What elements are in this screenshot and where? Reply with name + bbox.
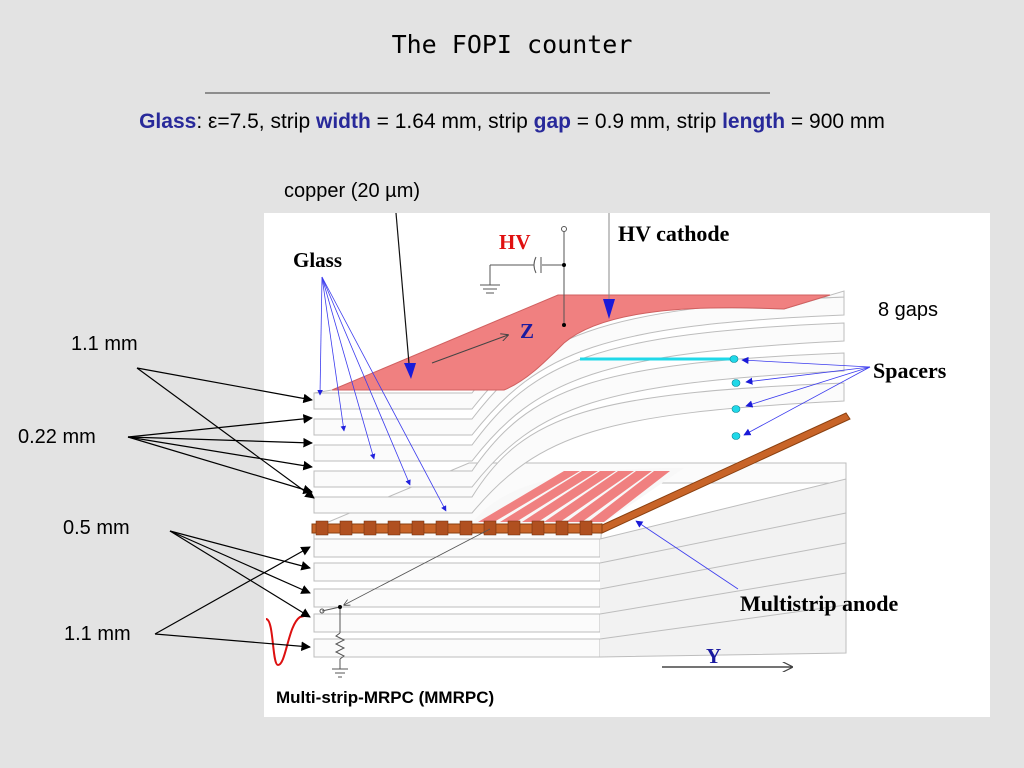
dim-gap-label: 0.22 mm xyxy=(18,426,96,448)
y-axis-label: Y xyxy=(706,644,722,668)
anode-pads xyxy=(315,520,593,536)
hv-label: HV xyxy=(499,230,531,254)
z-axis-label: Z xyxy=(520,319,535,343)
mrpc-drawing xyxy=(265,212,871,678)
dim-glass-bottom-label: 1.1 mm xyxy=(64,623,131,645)
spec-width-value: = 1.64 mm, strip xyxy=(370,110,534,133)
figure-panel: Glass HV HV cathode Z Spacers Multistrip… xyxy=(264,212,990,717)
figure-caption: Multi-strip-MRPC (MMRPC) xyxy=(276,688,495,707)
gaps-label: 8 gaps xyxy=(878,299,939,321)
spec-length-keyword: length xyxy=(722,110,786,133)
slide-title: The FOPI counter xyxy=(391,30,633,59)
hv-cathode-copper xyxy=(331,294,831,391)
title-divider xyxy=(205,92,770,94)
readout-lead xyxy=(344,528,491,605)
z-axis-arrow xyxy=(431,335,508,364)
copper-pointer xyxy=(395,212,411,376)
spec-width-keyword: width xyxy=(315,110,371,133)
spacer-pointers xyxy=(741,356,871,436)
glass-label: Glass xyxy=(293,248,343,272)
spec-line: Glass: ε=7.5, strip width = 1.64 mm, str… xyxy=(0,110,1024,134)
signal-pulse xyxy=(265,614,309,667)
hv-cathode-label: HV cathode xyxy=(618,221,730,246)
dim-glass-top-label: 1.1 mm xyxy=(71,333,138,355)
hv-cathode-pointer-head xyxy=(603,299,615,319)
anode-pointer xyxy=(635,520,739,590)
spec-gap-keyword: gap xyxy=(533,110,571,133)
spec-length-value: = 900 mm xyxy=(785,110,885,133)
multistrip-anode-label: Multistrip anode xyxy=(740,591,899,616)
copper-label: copper (20 µm) xyxy=(284,180,421,202)
anode-board-front xyxy=(311,523,603,534)
spec-gap-value: = 0.9 mm, strip xyxy=(570,110,723,133)
spec-permittivity: : ε=7.5, strip xyxy=(196,110,316,133)
anode-strip-pattern xyxy=(472,468,684,523)
top-plate-edge xyxy=(313,389,333,394)
spacers-label: Spacers xyxy=(873,358,947,383)
spec-glass-keyword: Glass xyxy=(139,110,197,133)
glass-pointers xyxy=(317,276,447,512)
readout-circuit xyxy=(319,606,348,678)
hv-circuit xyxy=(480,226,567,325)
dim-anode-label: 0.5 mm xyxy=(63,517,130,539)
copper-pointer-head xyxy=(404,363,416,379)
spacer-dots xyxy=(729,355,741,440)
